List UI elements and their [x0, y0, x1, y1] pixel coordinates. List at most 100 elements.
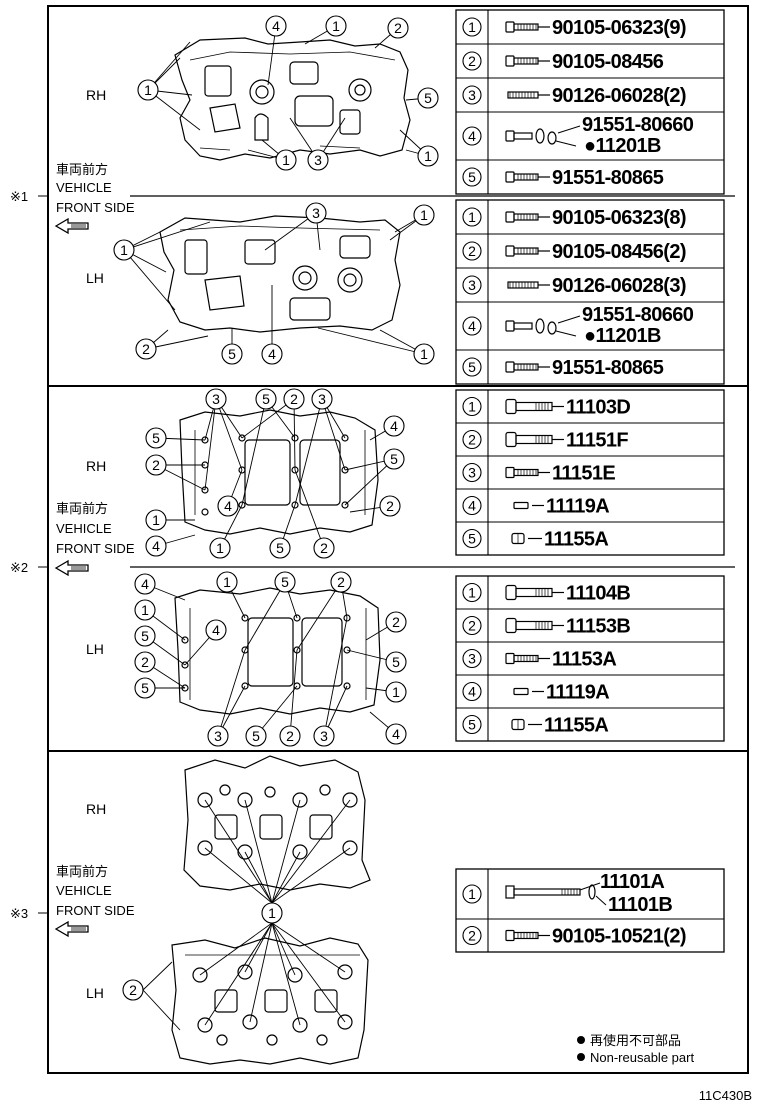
- ref-number-circle: [462, 17, 482, 37]
- leader-line: [204, 398, 217, 491]
- part-number: 11104B: [566, 583, 630, 605]
- ref-number-circle: [462, 925, 482, 946]
- callout-number: 5: [262, 391, 270, 407]
- bolt-flange-icon: [505, 652, 550, 665]
- ref-number: 1: [468, 585, 476, 601]
- part-number-secondary: ●11201B: [584, 325, 661, 347]
- ref-number-circle: [462, 241, 482, 261]
- ref-number-circle: [462, 528, 482, 549]
- callout-circle: 4: [205, 619, 227, 641]
- ref-number: 4: [468, 318, 476, 334]
- callout-circle: 1: [413, 204, 435, 226]
- ref-number: 4: [468, 128, 476, 144]
- leader-line: [321, 398, 346, 471]
- bolt-flange-icon: [505, 21, 550, 33]
- ref-number-circle: [462, 462, 482, 483]
- non-reusable-dot-icon: [577, 1036, 585, 1044]
- ref-number-circle: [462, 648, 482, 669]
- leader-line: [241, 398, 295, 439]
- bolt-flange-icon: [505, 211, 550, 223]
- s1-rh-cover-drawing: [174, 37, 411, 161]
- callout-number: 2: [386, 498, 394, 514]
- part-number: 91551-80865: [552, 357, 664, 379]
- callout-circle: 1: [209, 537, 231, 559]
- callout-circle: 1: [385, 681, 407, 703]
- ref-number-circle: [462, 681, 482, 702]
- leader-line: [215, 398, 243, 471]
- bolt-flange-icon: [505, 466, 550, 479]
- leader-line: [289, 649, 298, 737]
- ref-number-circle: [462, 429, 482, 450]
- part-number: 11151F: [566, 430, 628, 452]
- callout-number: 5: [390, 451, 398, 467]
- table-border: [455, 868, 725, 953]
- leader-line: [323, 617, 348, 737]
- part-number: 11153B: [566, 616, 630, 638]
- part-number: 90105-10521(2): [552, 926, 686, 948]
- s1-lh-cover-drawing: [159, 215, 401, 333]
- callout-circle: 3: [305, 202, 327, 224]
- table-row: 1 11104B: [462, 583, 631, 605]
- section-mark-1: ※1: [10, 189, 28, 204]
- leader-line: [123, 221, 211, 251]
- leader-line: [296, 581, 342, 651]
- part-number: 11155A: [544, 529, 608, 551]
- front-arrow-icon: [54, 217, 89, 235]
- ref-number: 5: [468, 169, 476, 185]
- callout-circle: 3: [307, 149, 329, 171]
- bolt-long-icon: [505, 617, 564, 634]
- callout-number: 5: [228, 346, 236, 362]
- callout-circle: 2: [122, 979, 144, 1001]
- callout-number: 1: [216, 540, 224, 556]
- callout-number: 2: [337, 574, 345, 590]
- callout-number: 4: [224, 498, 232, 514]
- callout-circle: 1: [261, 902, 283, 924]
- ref-number: 5: [468, 531, 476, 547]
- callout-circle: 2: [135, 338, 157, 360]
- part-number: 90105-08456(2): [552, 241, 686, 263]
- table-border: [455, 389, 725, 556]
- leader-line: [145, 335, 209, 350]
- callout-number: 1: [420, 207, 428, 223]
- leader-line: [255, 685, 298, 737]
- callout-number: 5: [392, 654, 400, 670]
- callout-number: 1: [332, 18, 340, 34]
- dowel-pin-icon: [513, 501, 544, 510]
- leader-line: [294, 398, 323, 506]
- ref-number: 1: [468, 886, 476, 902]
- callout-number: 3: [318, 391, 326, 407]
- part-number: 91551-80660: [582, 304, 694, 326]
- side-label-s1-lh: LH: [86, 270, 104, 286]
- side-label-s2-lh: LH: [86, 641, 104, 657]
- section-mark-2: ※2: [10, 560, 28, 575]
- callout-circle: 1: [216, 571, 238, 593]
- callout-circle: 2: [387, 17, 409, 39]
- bolt-flange-icon: [505, 929, 550, 942]
- direction-ja: 車両前方: [56, 162, 108, 177]
- ref-number-circle: [462, 615, 482, 636]
- part-number-secondary: ●11201B: [584, 135, 661, 157]
- part-number: 91551-80865: [552, 167, 664, 189]
- callout-circle: 4: [134, 573, 156, 595]
- leader-line: [241, 398, 267, 506]
- leader-line: [293, 398, 296, 471]
- callout-circle: 2: [379, 495, 401, 517]
- callout-number: 5: [152, 430, 160, 446]
- callout-circle: 4: [217, 495, 239, 517]
- callout-number: 5: [276, 540, 284, 556]
- callout-number: 5: [141, 628, 149, 644]
- ref-number-circle: [462, 714, 482, 735]
- ref-number-circle: [462, 126, 482, 146]
- callout-number: 1: [144, 82, 152, 98]
- callout-number: 4: [272, 18, 280, 34]
- callout-number: 1: [223, 574, 231, 590]
